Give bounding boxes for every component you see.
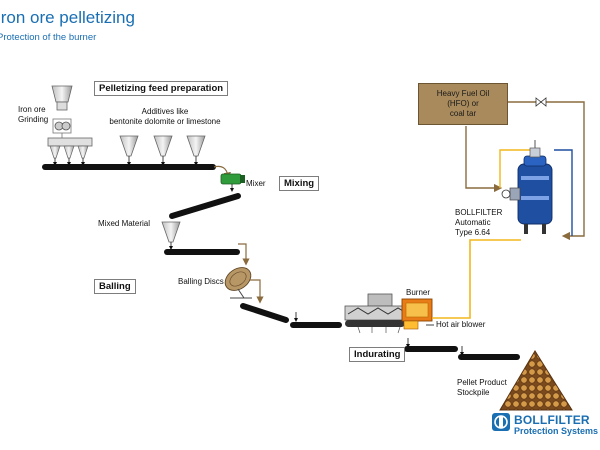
burner-icon <box>401 298 433 330</box>
mixer-icon <box>220 173 245 192</box>
mixed-material-hopper-icon <box>161 221 181 250</box>
fuel-box-line3: coal tar <box>449 109 477 118</box>
pellet-label-line1: Pellet Product <box>457 378 507 387</box>
fuel-box-line1: Heavy Fuel Oil <box>436 89 490 98</box>
section-mixing: Mixing <box>279 176 320 191</box>
additive-hoppers-icon <box>119 135 206 166</box>
iron-ore-label-line1: Iron ore <box>18 105 46 114</box>
inclined-conveyor <box>169 193 241 219</box>
balling-conveyor <box>164 243 250 266</box>
mixer-label: Mixer <box>246 179 266 188</box>
bollfilter-unit-label: BOLLFILTER Automatic Type 6.64 <box>455 208 502 238</box>
section-indurating: Indurating <box>349 347 406 362</box>
balling-output-conveyor <box>240 303 342 328</box>
heavy-fuel-oil-box: Heavy Fuel Oil (HFO) or coal tar <box>418 83 508 125</box>
page-title: Iron ore pelletizing <box>0 8 135 27</box>
balling-discs-label: Balling Discs <box>178 277 224 286</box>
bollfilter-unit-icon <box>501 140 553 234</box>
section-balling: Balling <box>94 279 136 294</box>
output-conveyors <box>404 338 520 360</box>
iron-ore-label-line2: Grinding <box>18 115 49 124</box>
bollfilter-label-line3: Type 6.64 <box>455 228 491 237</box>
burner-label: Burner <box>406 288 431 297</box>
pellet-stockpile-label: Pellet Product Stockpile <box>457 378 507 398</box>
additives-label-line2: bentonite dolomite or limestone <box>109 117 221 126</box>
balling-disc-icon <box>224 267 264 304</box>
page-subtitle: Protection of the burner <box>0 32 97 43</box>
mixed-material-label: Mixed Material <box>98 219 151 228</box>
bollfilter-label-line1: BOLLFILTER <box>455 208 503 217</box>
pellet-label-line2: Stockpile <box>457 388 490 397</box>
bollfilter-label-line2: Automatic <box>455 218 491 227</box>
section-feed-preparation: Pelletizing feed preparation <box>94 81 229 96</box>
hot-air-blower-label: Hot air blower <box>436 320 486 329</box>
grinding-hopper-icon <box>47 85 93 166</box>
fuel-box-line2: (HFO) or <box>447 99 479 108</box>
additives-label: Additives like bentonite dolomite or lim… <box>100 107 230 127</box>
additives-label-line1: Additives like <box>141 107 189 116</box>
brand-logo: BOLLFILTER Protection Systems <box>514 414 598 437</box>
iron-ore-label: Iron ore Grinding <box>18 105 48 125</box>
feed-conveyor <box>42 164 231 180</box>
pellet-stockpile-icon <box>499 350 573 411</box>
logo-line2: Protection Systems <box>514 426 599 436</box>
bollfilter-logo-icon <box>492 413 510 431</box>
logo-line1: BOLLFILTER <box>514 413 590 427</box>
fuel-lines <box>432 97 585 319</box>
